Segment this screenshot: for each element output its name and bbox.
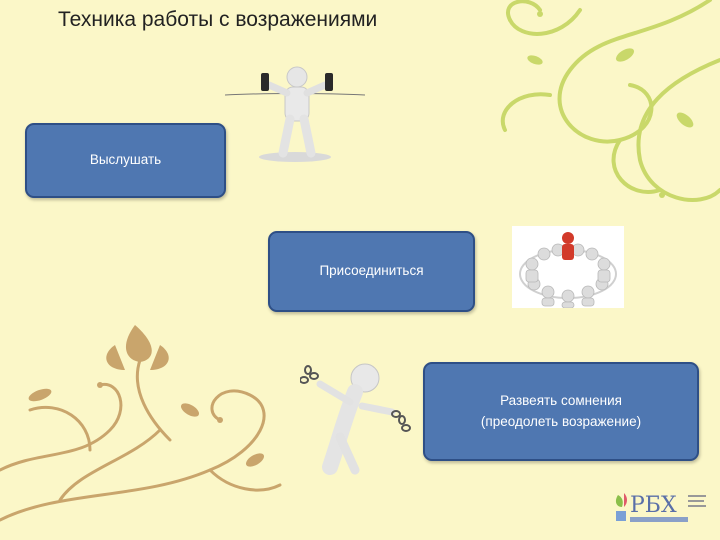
slide-title: Техника работы с возражениями	[58, 8, 378, 31]
person-breaking-chains-icon	[300, 363, 411, 475]
step-join-label: Присоединиться	[319, 263, 424, 279]
step-dispel-doubts-line-2: (преодолеть возражение)	[480, 413, 642, 429]
step-dispel-doubts-line-1: Развеять сомнения	[500, 393, 622, 409]
floral-swirl-top-right	[500, 0, 720, 202]
step-listen: Выслушать	[25, 123, 226, 198]
floral-swirl-bottom-left	[0, 325, 282, 522]
person-with-two-phones-icon	[225, 66, 365, 162]
step-join: Присоединиться	[268, 231, 475, 312]
logo-brand: РБХ	[630, 493, 677, 518]
step-dispel-doubts: Развеять сомнения (преодолеть возражение…	[423, 362, 699, 461]
rbh-logo: РБХ	[615, 493, 706, 522]
step-listen-label: Выслушать	[89, 152, 162, 168]
group-circle-leader-icon	[512, 226, 624, 308]
